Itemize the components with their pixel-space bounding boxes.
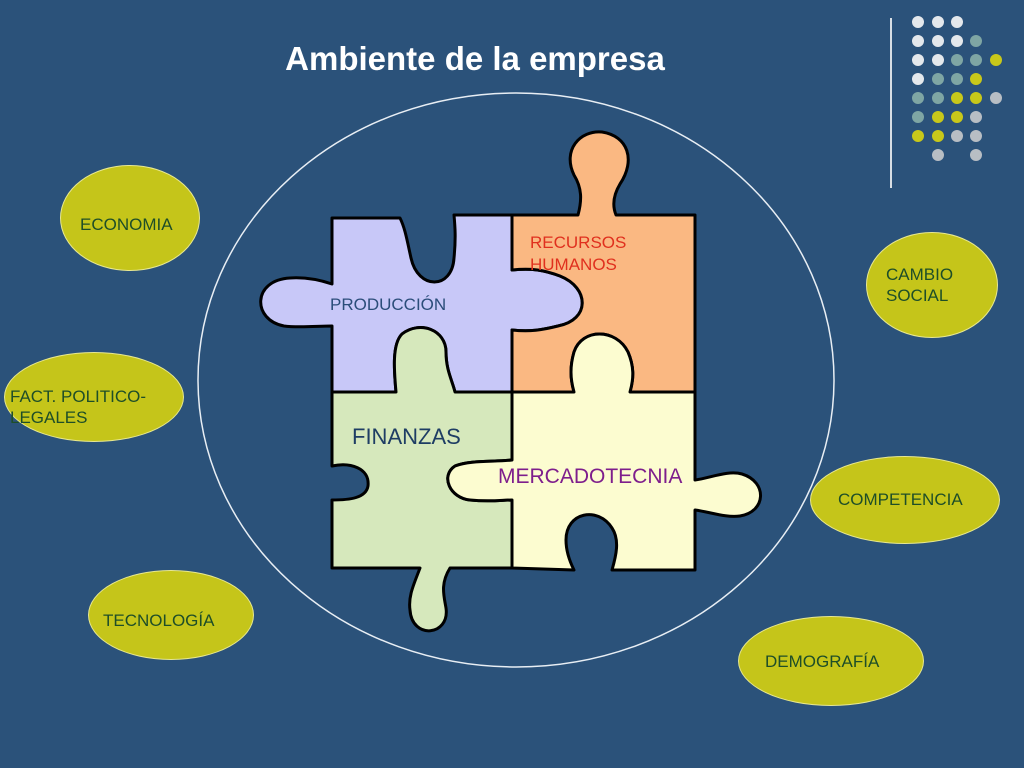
- grid-dot: [932, 35, 944, 47]
- grid-dot: [912, 35, 924, 47]
- grid-dot: [951, 130, 963, 142]
- label-finanzas: FINANZAS: [352, 424, 461, 449]
- label-mercadotecnia: MERCADOTECNIA: [498, 465, 683, 488]
- decorative-vertical-line: [890, 18, 892, 188]
- grid-dot: [951, 92, 963, 104]
- grid-dot: [990, 54, 1002, 66]
- grid-dot: [970, 35, 982, 47]
- grid-dot: [912, 92, 924, 104]
- grid-dot: [970, 130, 982, 142]
- label-demografia: DEMOGRAFÍA: [765, 652, 880, 671]
- grid-dot: [970, 149, 982, 161]
- puzzle-piece-mercadotecnia: [446, 332, 762, 572]
- grid-dot: [990, 92, 1002, 104]
- grid-dot: [951, 16, 963, 28]
- grid-dot: [912, 54, 924, 66]
- company-boundary-circle: [197, 92, 835, 668]
- grid-dot: [932, 149, 944, 161]
- grid-dot: [912, 130, 924, 142]
- label-fact-politico-legales: FACT. POLITICO-LEGALES: [10, 387, 147, 427]
- decorative-dot-grid: [912, 16, 1002, 161]
- grid-dot: [932, 73, 944, 85]
- oval-competencia: [810, 456, 1000, 544]
- slide-title: Ambiente de la empresa: [285, 40, 665, 77]
- grid-dot: [951, 35, 963, 47]
- grid-dot: [951, 111, 963, 123]
- oval-fact-politico-legales: [4, 352, 184, 442]
- grid-dot: [951, 73, 963, 85]
- grid-dot: [912, 73, 924, 85]
- grid-dot: [932, 130, 944, 142]
- label-produccion: PRODUCCIÓN: [330, 295, 447, 314]
- grid-dot: [912, 111, 924, 123]
- oval-demografia: [738, 616, 924, 706]
- label-economia: ECONOMIA: [80, 215, 173, 234]
- oval-tecnologia: [88, 570, 254, 660]
- oval-economia: [60, 165, 200, 271]
- dot-grid-group: [912, 16, 1002, 161]
- grid-dot: [932, 54, 944, 66]
- grid-dot: [912, 16, 924, 28]
- label-cambio-social: CAMBIO SOCIAL: [886, 265, 954, 305]
- grid-dot: [970, 111, 982, 123]
- grid-dot: [932, 111, 944, 123]
- label-tecnologia: TECNOLOGÍA: [103, 611, 215, 630]
- label-recursos-humanos: RECURSOS HUMANOS: [530, 233, 627, 274]
- oval-cambio-social: [866, 232, 998, 338]
- grid-dot: [970, 54, 982, 66]
- grid-dot: [932, 92, 944, 104]
- grid-dot: [970, 73, 982, 85]
- grid-dot: [970, 92, 982, 104]
- grid-dot: [951, 54, 963, 66]
- grid-dot: [932, 16, 944, 28]
- label-competencia: COMPETENCIA: [838, 490, 963, 509]
